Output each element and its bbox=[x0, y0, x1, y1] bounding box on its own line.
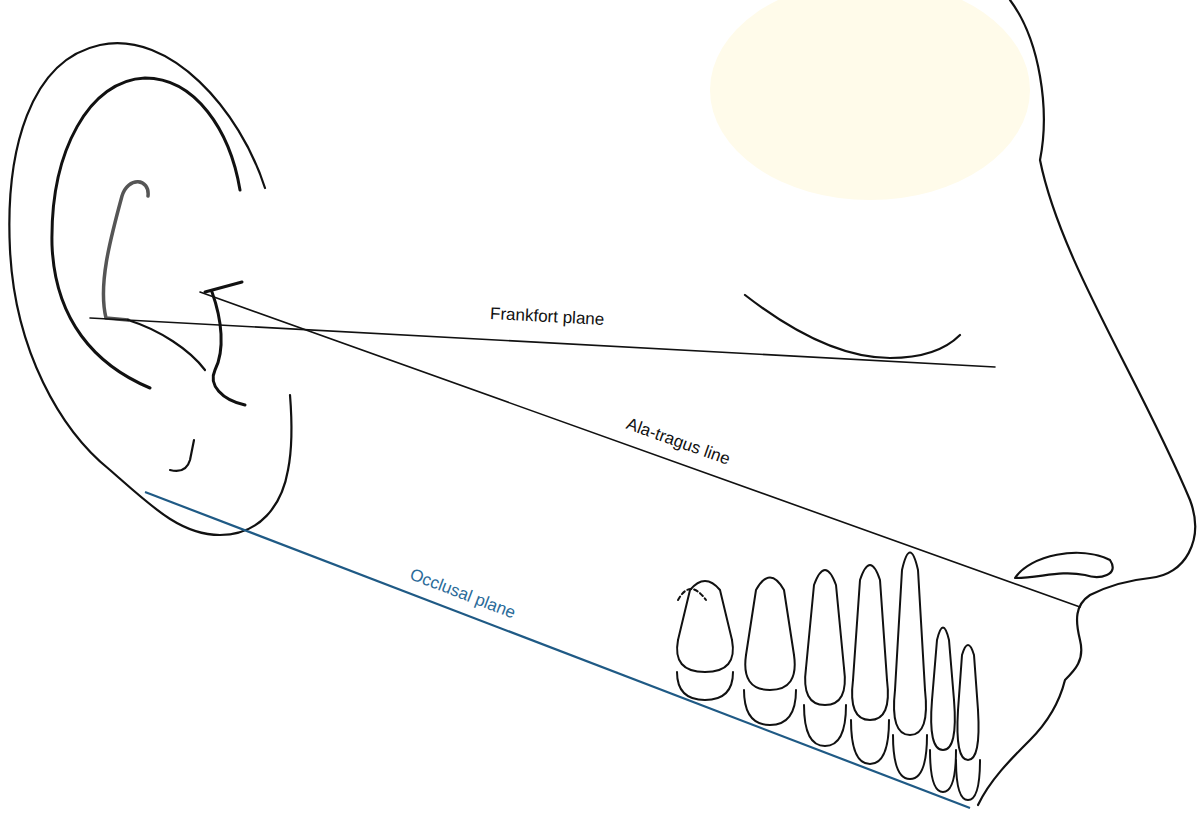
tooth-crown bbox=[894, 690, 926, 735]
teeth bbox=[677, 553, 980, 801]
tooth-root bbox=[958, 645, 978, 710]
tooth-crown bbox=[893, 735, 927, 779]
tooth-crown bbox=[852, 680, 888, 720]
tooth-root bbox=[932, 628, 954, 701]
ala-tragus-line bbox=[200, 292, 1080, 607]
tooth-crown bbox=[851, 720, 889, 764]
helix-inner bbox=[52, 78, 240, 388]
tooth-crown bbox=[931, 700, 955, 750]
tooth-crown bbox=[804, 705, 846, 746]
plane-label: Frankfort plane bbox=[489, 304, 604, 327]
plane-label: Ala-tragus line bbox=[624, 415, 732, 468]
tooth-root bbox=[746, 578, 794, 656]
tooth-crown bbox=[744, 690, 796, 725]
highlight-glow bbox=[710, 0, 1030, 200]
tooth-root bbox=[895, 553, 925, 691]
occlusal-line bbox=[145, 492, 970, 808]
ear-outline bbox=[288, 395, 291, 470]
ear-outline bbox=[9, 43, 288, 535]
tooth-crown bbox=[805, 668, 845, 705]
nostril bbox=[1015, 553, 1113, 578]
tooth-crown bbox=[677, 640, 733, 672]
tooth-crown bbox=[745, 655, 794, 690]
ear-lobe-mark bbox=[170, 440, 194, 471]
tooth-crown bbox=[930, 750, 956, 792]
face-profile bbox=[978, 0, 1195, 805]
tooth-crown bbox=[677, 672, 733, 700]
tooth-crown bbox=[957, 710, 978, 760]
eye-lid bbox=[745, 295, 960, 358]
tooth-root bbox=[853, 565, 887, 680]
frankfort-line bbox=[90, 318, 995, 367]
tooth-root bbox=[678, 581, 732, 640]
plane-label: Occlusal plane bbox=[408, 565, 518, 621]
tooth bbox=[678, 589, 706, 600]
tooth-root bbox=[806, 570, 844, 668]
tooth-crown bbox=[956, 760, 980, 800]
ear-spiral bbox=[103, 182, 148, 320]
ear-fold bbox=[128, 320, 205, 370]
